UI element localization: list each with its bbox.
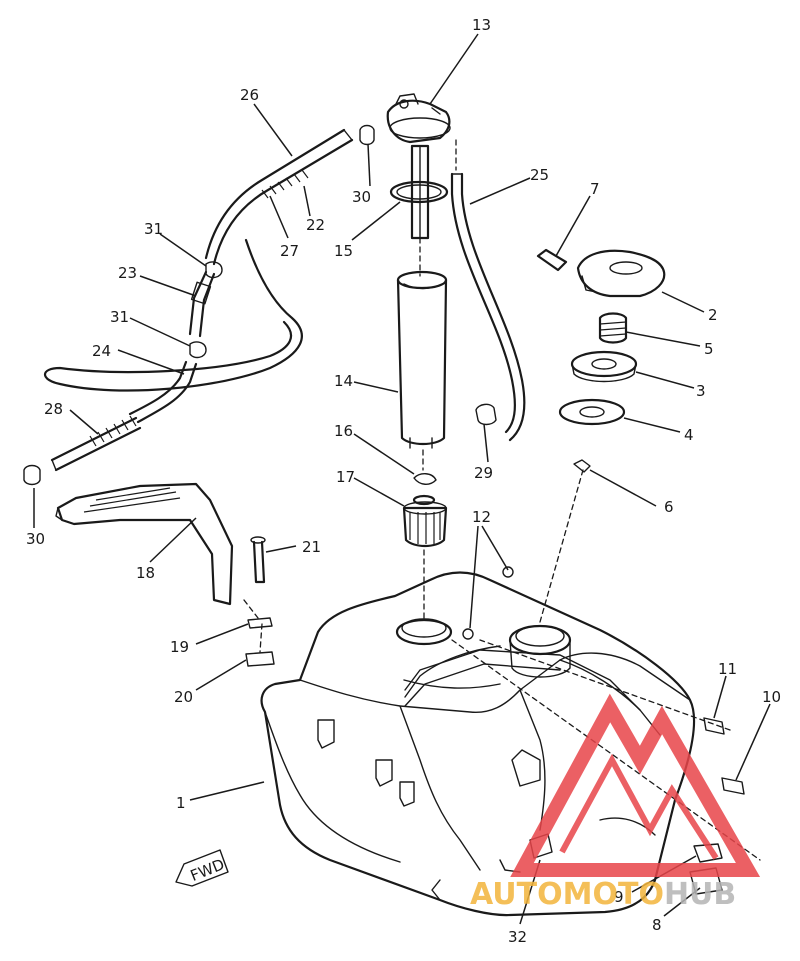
assembly-axis-lines xyxy=(243,139,761,861)
callout-7: 7 xyxy=(590,180,600,198)
bolt-10 xyxy=(721,777,745,795)
forward-direction-arrow: FWD xyxy=(175,849,229,887)
callout-1: 1 xyxy=(176,794,186,812)
callout-18: 18 xyxy=(136,564,155,582)
callout-21: 21 xyxy=(302,538,321,556)
watermark-logo: AUTOMOTOHUB xyxy=(470,693,761,912)
callout-27: 27 xyxy=(280,242,299,260)
callout-16: 16 xyxy=(334,422,353,440)
callout-19: 19 xyxy=(170,638,189,656)
watermark-text-hub: HUB xyxy=(664,877,736,912)
callout-20: 20 xyxy=(174,688,193,706)
hose-spring xyxy=(261,169,309,199)
callout-22: 22 xyxy=(306,216,325,234)
callout-11: 11 xyxy=(718,660,737,678)
collar-19 xyxy=(247,617,273,629)
callout-8: 8 xyxy=(652,916,662,934)
callout-12: 12 xyxy=(472,508,491,526)
lower-hose-spring xyxy=(89,415,137,447)
clip xyxy=(413,473,437,485)
callout-23: 23 xyxy=(118,264,137,282)
callout-25: 25 xyxy=(530,166,549,184)
watermark-triangle-icon xyxy=(510,693,761,877)
bolt-21 xyxy=(250,536,266,584)
hoses xyxy=(23,124,526,486)
callout-14: 14 xyxy=(334,372,353,390)
svg-text:AUTOMOTOHUB: AUTOMOTOHUB xyxy=(470,877,736,912)
callout-numbers: 13 26 30 22 27 15 25 7 31 23 2 31 5 24 1… xyxy=(26,16,781,946)
callout-31-upper: 31 xyxy=(144,220,163,238)
callout-24: 24 xyxy=(92,342,111,360)
fuel-filter xyxy=(402,494,448,548)
callout-6: 6 xyxy=(664,498,674,516)
callout-2: 2 xyxy=(708,306,718,324)
bolt-11 xyxy=(703,717,725,735)
gasket-ring xyxy=(389,180,449,204)
tank-bracket xyxy=(55,482,234,606)
callout-28: 28 xyxy=(44,400,63,418)
callout-leaders xyxy=(33,33,771,925)
callout-31-lower: 31 xyxy=(110,308,129,326)
callout-3: 3 xyxy=(696,382,706,400)
callout-4: 4 xyxy=(684,426,694,444)
callout-32: 32 xyxy=(508,928,527,946)
callout-9: 9 xyxy=(614,888,624,906)
callout-13: 13 xyxy=(472,16,491,34)
watermark-text-auto: AUTO xyxy=(470,877,563,912)
callout-30-lower: 30 xyxy=(26,530,45,548)
watermark-text-moto: MOTO xyxy=(563,877,664,912)
fuel-gauge-unit xyxy=(386,93,451,240)
collar-20 xyxy=(245,651,275,667)
callout-15: 15 xyxy=(334,242,353,260)
callout-30-upper: 30 xyxy=(352,188,371,206)
callout-5: 5 xyxy=(704,340,714,358)
callout-17: 17 xyxy=(336,468,355,486)
callout-29: 29 xyxy=(474,464,493,482)
fuel-pipe xyxy=(396,270,448,449)
callout-26: 26 xyxy=(240,86,259,104)
callout-10: 10 xyxy=(762,688,781,706)
cap-assembly xyxy=(536,248,666,473)
